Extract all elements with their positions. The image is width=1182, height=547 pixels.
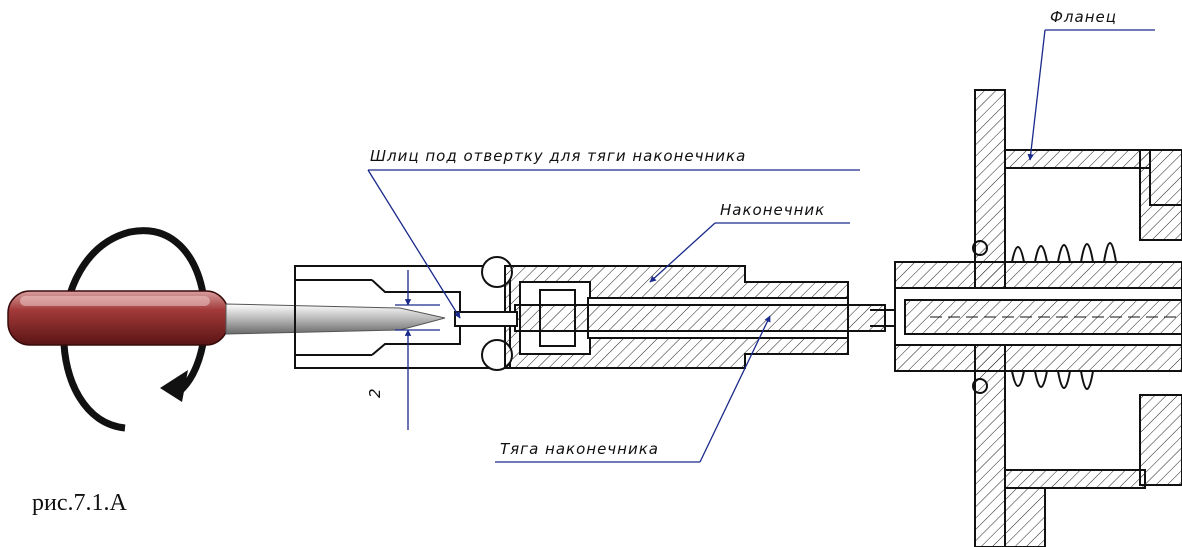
tip-rod-label: Тяга наконечника <box>500 440 659 458</box>
screwdriver-slot-label: Шлиц под отвертку для тяги наконечника <box>370 147 747 165</box>
dimension-label: 2 <box>366 388 384 398</box>
screwdriver-icon <box>7 290 446 346</box>
tip-rod <box>454 304 905 332</box>
spring-coils <box>972 240 1117 394</box>
flange-assembly <box>894 89 1182 547</box>
flange-label: Фланец <box>1050 8 1117 26</box>
leader-lines <box>367 29 1155 463</box>
tip-label: Наконечник <box>720 201 826 219</box>
figure-caption: рис.7.1.А <box>32 490 127 516</box>
